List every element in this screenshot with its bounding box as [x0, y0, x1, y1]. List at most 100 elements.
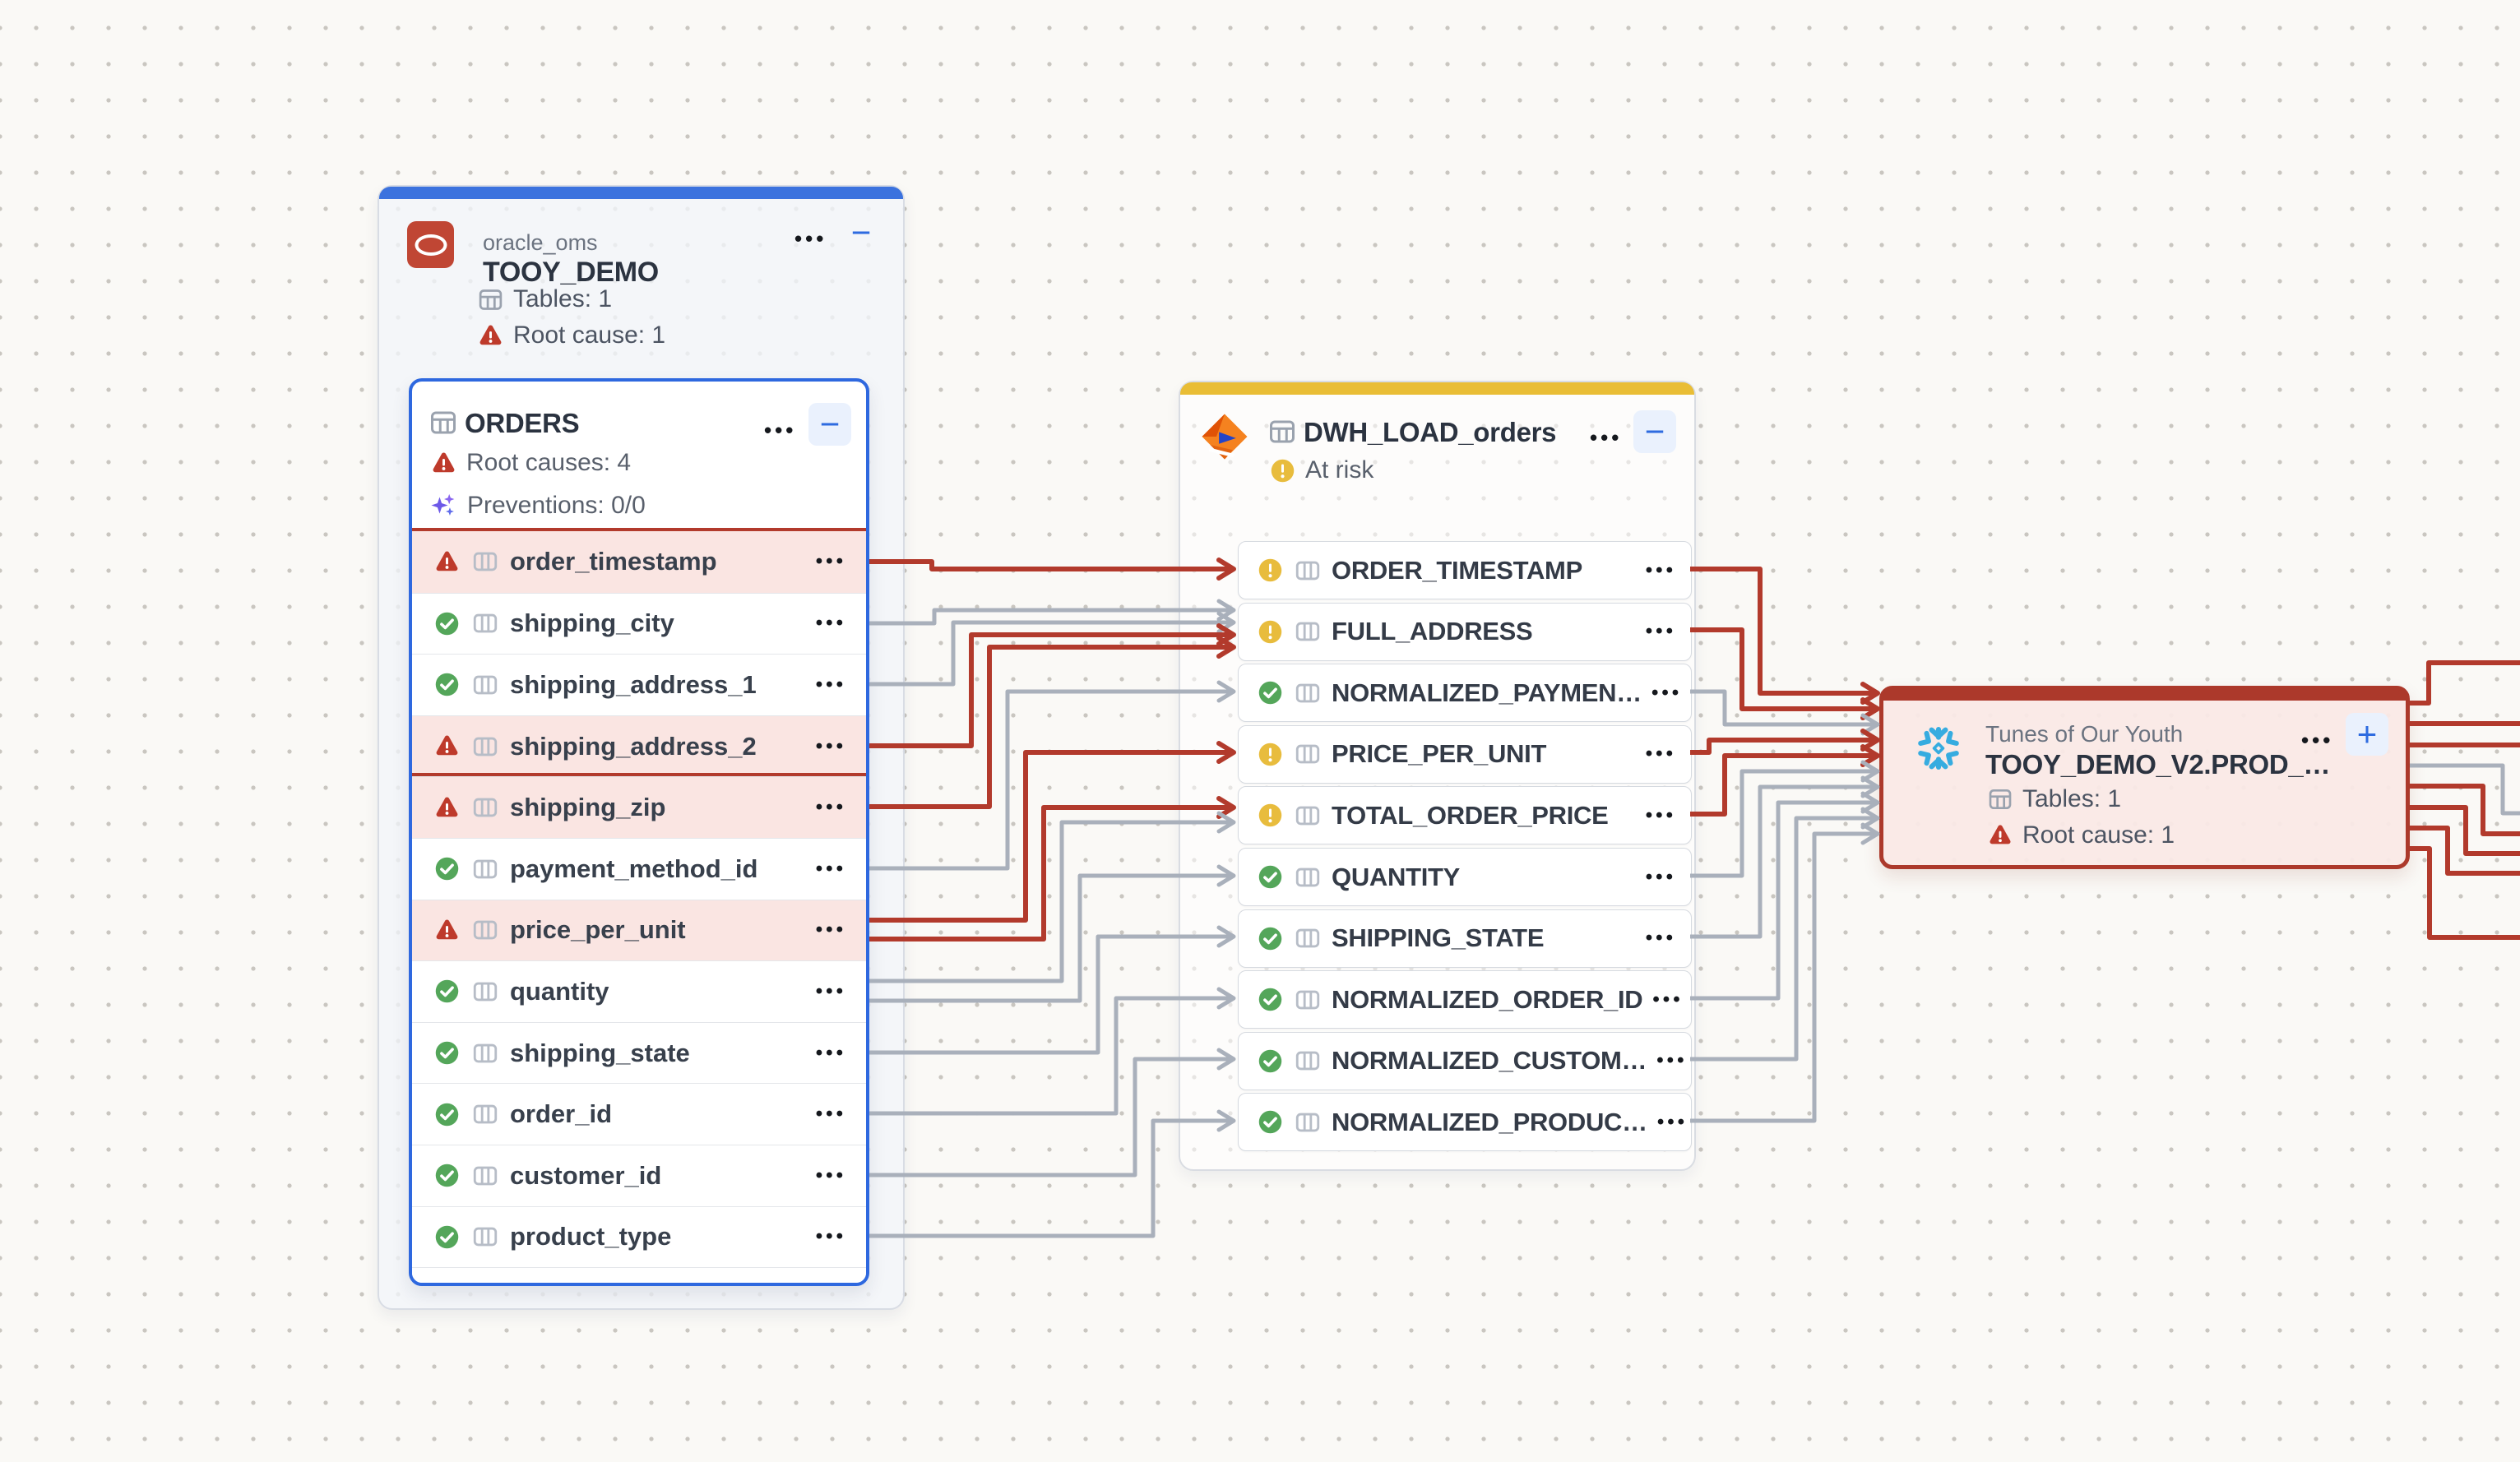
lineage-edge[interactable] — [869, 1118, 1232, 1238]
column-row-shipping_address_1[interactable]: shipping_address_1 ••• — [412, 654, 866, 715]
column-menu-button[interactable]: ••• — [1645, 927, 1676, 950]
table-card-orders[interactable]: ORDERS Root causes: 4 Preventions: 0/0 •… — [409, 378, 869, 1286]
lineage-edge[interactable] — [869, 996, 1232, 1116]
lineage-edge[interactable] — [869, 620, 1232, 687]
healthy-icon — [1257, 986, 1284, 1013]
column-row-SHIPPING_STATE[interactable]: SHIPPING_STATE ••• — [1238, 909, 1692, 968]
column-menu-button[interactable]: ••• — [815, 673, 846, 696]
column-label: shipping_zip — [510, 793, 666, 822]
column-menu-button[interactable]: ••• — [1656, 1110, 1688, 1133]
column-row-price_per_unit[interactable]: price_per_unit ••• — [412, 899, 866, 961]
column-row-shipping_state[interactable]: shipping_state ••• — [412, 1021, 866, 1084]
column-menu-button[interactable]: ••• — [1651, 681, 1683, 704]
lineage-edge[interactable] — [869, 873, 1232, 1003]
lineage-edge[interactable] — [2410, 763, 2520, 816]
column-row-shipping_address_2[interactable]: shipping_address_2 ••• — [412, 715, 866, 777]
column-row-NORMALIZED_PAYMENT[interactable]: NORMALIZED_PAYMEN… ••• — [1238, 664, 1692, 723]
column-row-product_type[interactable]: product_type ••• — [412, 1205, 866, 1268]
panel-collapse-button[interactable]: − — [1633, 410, 1676, 453]
column-menu-button[interactable]: ••• — [815, 979, 846, 1002]
table-collapse-button[interactable]: − — [808, 403, 851, 446]
lineage-edge[interactable] — [869, 934, 1232, 1055]
column-menu-button[interactable]: ••• — [1645, 743, 1676, 766]
panel-menu-button[interactable]: ••• — [794, 226, 827, 251]
lineage-edge[interactable] — [1690, 753, 1876, 817]
healthy-icon — [433, 978, 461, 1005]
column-row-QUANTITY[interactable]: QUANTITY ••• — [1238, 848, 1692, 906]
column-row-quantity[interactable]: quantity ••• — [412, 960, 866, 1022]
lineage-edge[interactable] — [869, 608, 1232, 626]
panel-expand-button[interactable]: + — [2346, 713, 2388, 756]
column-menu-button[interactable]: ••• — [815, 796, 846, 819]
column-menu-button[interactable]: ••• — [815, 550, 846, 573]
column-menu-button[interactable]: ••• — [815, 1164, 846, 1187]
column-row-NORMALIZED_ORDER_ID[interactable]: NORMALIZED_ORDER_ID ••• — [1238, 970, 1692, 1029]
panel-collapse-button[interactable]: − — [850, 213, 872, 252]
column-row-order_timestamp[interactable]: order_timestamp ••• — [412, 531, 866, 593]
column-menu-button[interactable]: ••• — [1645, 803, 1676, 826]
column-row-FULL_ADDRESS[interactable]: FULL_ADDRESS ••• — [1238, 602, 1692, 661]
column-row-customer_id[interactable]: customer_id ••• — [412, 1144, 866, 1206]
lineage-edge[interactable] — [1690, 627, 1876, 711]
column-row-TOTAL_ORDER_PRICE[interactable]: TOTAL_ORDER_PRICE ••• — [1238, 786, 1692, 845]
column-menu-button[interactable]: ••• — [815, 1041, 846, 1064]
lineage-edge[interactable] — [869, 645, 1232, 809]
column-menu-button[interactable]: ••• — [1645, 620, 1676, 643]
column-label: quantity — [510, 976, 609, 1006]
column-row-order_id[interactable]: order_id ••• — [412, 1083, 866, 1145]
column-menu-button[interactable]: ••• — [815, 918, 846, 942]
lineage-edge[interactable] — [869, 750, 1232, 923]
column-row-shipping_zip[interactable]: shipping_zip ••• — [412, 776, 866, 838]
healthy-icon — [1257, 925, 1284, 952]
column-menu-button[interactable]: ••• — [1645, 558, 1676, 581]
column-icon — [471, 671, 499, 699]
panel-menu-button[interactable]: ••• — [1590, 425, 1623, 450]
lineage-edge[interactable] — [1690, 831, 1876, 1123]
column-row-shipping_city[interactable]: shipping_city ••• — [412, 592, 866, 655]
column-icon — [471, 1223, 499, 1251]
column-menu-button[interactable]: ••• — [1652, 988, 1684, 1011]
lineage-edge[interactable] — [869, 632, 1232, 748]
lineage-edge[interactable] — [2410, 660, 2520, 706]
lineage-edge[interactable] — [1690, 689, 1876, 727]
lineage-edge[interactable] — [1690, 784, 1876, 939]
column-menu-button[interactable]: ••• — [1656, 1049, 1688, 1072]
tables-count: Tables: 1 — [513, 285, 613, 312]
column-row-PRICE_PER_UNIT[interactable]: PRICE_PER_UNIT ••• — [1238, 724, 1692, 784]
lineage-edge[interactable] — [869, 559, 1232, 571]
table-menu-button[interactable]: ••• — [764, 418, 797, 442]
column-menu-button[interactable]: ••• — [815, 612, 846, 635]
column-menu-button[interactable]: ••• — [815, 1225, 846, 1248]
column-row-NORMALIZED_CUSTOMER[interactable]: NORMALIZED_CUSTOM… ••• — [1238, 1031, 1692, 1090]
lineage-edge[interactable] — [1690, 800, 1876, 1001]
panel-menu-button[interactable]: ••• — [2301, 728, 2334, 752]
lineage-edge[interactable] — [1690, 738, 1876, 755]
transform-panel-dwh[interactable]: DWH_LOAD_orders At risk ••• − ORDER_TIME… — [1179, 381, 1696, 1171]
column-row-NORMALIZED_PRODUCT[interactable]: NORMALIZED_PRODUC… ••• — [1238, 1093, 1692, 1152]
column-menu-button[interactable]: ••• — [815, 1103, 846, 1126]
lineage-edge[interactable] — [2410, 784, 2520, 836]
table-icon — [1987, 786, 2013, 812]
column-row-payment_method_id[interactable]: payment_method_id ••• — [412, 837, 866, 900]
lineage-edge[interactable] — [869, 1057, 1232, 1177]
column-menu-button[interactable]: ••• — [815, 734, 846, 757]
panel-accent-bar — [1883, 690, 2406, 701]
lineage-edge[interactable] — [1690, 769, 1876, 878]
column-label: shipping_address_1 — [510, 669, 757, 699]
lineage-edge[interactable] — [2410, 805, 2520, 856]
lineage-edge[interactable] — [869, 689, 1232, 871]
column-icon — [1294, 557, 1322, 585]
column-row-ORDER_TIMESTAMP[interactable]: ORDER_TIMESTAMP ••• — [1238, 541, 1692, 599]
column-icon — [1294, 802, 1322, 830]
lineage-edge[interactable] — [2410, 826, 2520, 876]
lineage-edge[interactable] — [869, 805, 1232, 942]
column-label: SHIPPING_STATE — [1332, 923, 1545, 953]
lineage-edge[interactable] — [1690, 816, 1876, 1062]
lineage-edge[interactable] — [869, 820, 1232, 983]
lineage-edge[interactable] — [2410, 846, 2520, 940]
column-menu-button[interactable]: ••• — [1645, 865, 1676, 888]
lineage-edge[interactable] — [1690, 567, 1876, 696]
column-menu-button[interactable]: ••• — [815, 857, 846, 880]
destination-panel-snowflake[interactable]: Tunes of Our Youth TOOY_DEMO_V2.PROD_… T… — [1879, 686, 2410, 869]
